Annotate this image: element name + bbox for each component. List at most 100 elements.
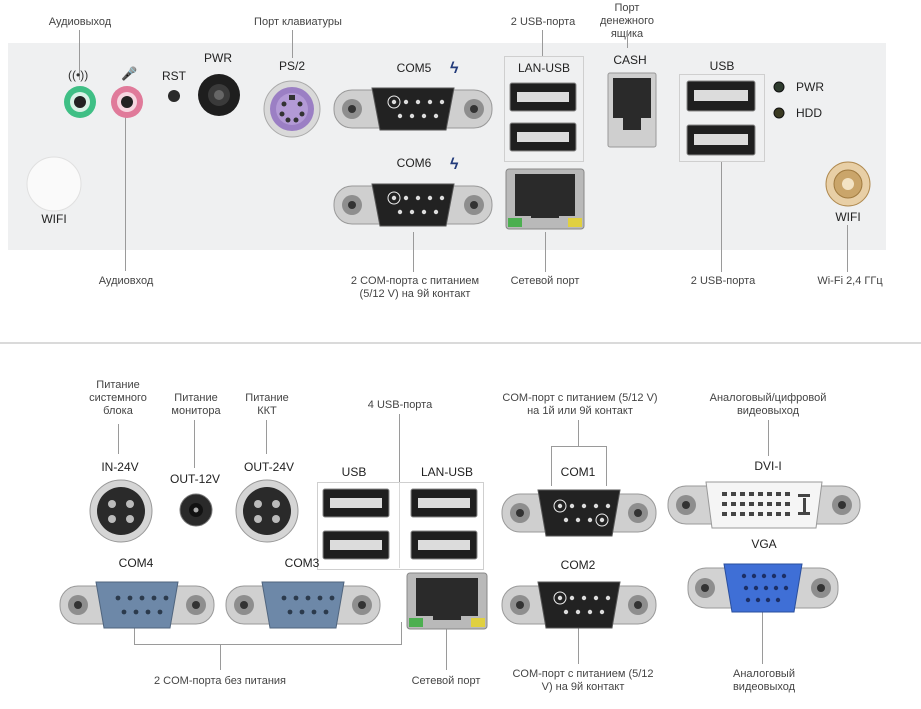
- group-separator: [399, 482, 400, 568]
- lan-usb-label-bottom: LAN-USB: [420, 465, 473, 479]
- com-powered-1-9-annotation: COM-порт с питанием (5/12 V) на 1й или 9…: [502, 392, 658, 417]
- com1-port[interactable]: [501, 486, 657, 540]
- pwr-button-label: PWR: [204, 51, 232, 65]
- leader-line: [266, 420, 267, 454]
- in24-power-connector[interactable]: [88, 478, 154, 544]
- out24-power-connector[interactable]: [234, 478, 300, 544]
- leader-line: [578, 626, 579, 664]
- dvi-label: DVI-I: [754, 459, 782, 473]
- pwr-led-icon: [773, 81, 785, 93]
- usb-port[interactable]: [322, 530, 390, 560]
- usb4-annotation: 4 USB-порта: [367, 399, 433, 411]
- leader-line: [542, 30, 543, 56]
- com-powered-9-annotation: COM-порт с питанием (5/12 V) на 9й конта…: [512, 668, 654, 693]
- com4-label: COM4: [118, 556, 154, 570]
- leader-line: [578, 420, 579, 446]
- lightning-icon: ϟ: [450, 60, 459, 77]
- com2-port[interactable]: [501, 578, 657, 632]
- leader-line: [399, 414, 400, 482]
- leader-line: [79, 30, 80, 80]
- leader-line: [551, 446, 607, 447]
- power-button[interactable]: [196, 72, 242, 118]
- lightning-icon: ϟ: [450, 156, 459, 173]
- leader-line: [606, 446, 607, 486]
- usb-port[interactable]: [509, 122, 577, 152]
- power-kkt-annotation: Питание ККТ: [245, 392, 289, 417]
- com6-port[interactable]: [333, 178, 493, 232]
- lan-usb-group-box: [504, 56, 584, 162]
- dvi-port[interactable]: [667, 478, 861, 532]
- power-system-unit-annotation: Питание системного блока: [89, 379, 147, 417]
- lan-usb-label-top: LAN-USB: [517, 61, 570, 75]
- usb2-right-annotation: 2 USB-порта: [690, 275, 756, 287]
- keyboard-port-annotation: Порт клавиатуры: [254, 16, 342, 28]
- out24-label: OUT-24V: [244, 460, 295, 474]
- com3-label: COM3: [284, 556, 320, 570]
- com2-label: COM2: [560, 558, 596, 572]
- audio-in-annotation: Аудиовход: [98, 275, 154, 287]
- leader-line: [551, 446, 552, 486]
- usb2-top-annotation: 2 USB-порта: [510, 16, 576, 28]
- audio-out-icon: ((•)): [68, 68, 89, 82]
- usb-group-box: [679, 74, 765, 162]
- leader-line: [413, 232, 414, 272]
- vga-port[interactable]: [687, 558, 839, 618]
- wifi-antenna-mount-left: [26, 156, 82, 212]
- usb-port[interactable]: [410, 488, 478, 518]
- wifi-left-label: WIFI: [41, 212, 67, 226]
- hdd-led-icon: [773, 107, 785, 119]
- usb-port[interactable]: [322, 488, 390, 518]
- leader-line: [401, 622, 402, 644]
- leader-line: [125, 115, 126, 271]
- usb-port[interactable]: [686, 124, 756, 156]
- power-monitor-annotation: Питание монитора: [171, 392, 221, 417]
- out12-label: OUT-12V: [170, 472, 221, 486]
- leader-line: [627, 30, 628, 48]
- leader-line: [847, 225, 848, 272]
- usb-port[interactable]: [686, 80, 756, 112]
- ps2-keyboard-port[interactable]: [262, 80, 322, 138]
- com5-port[interactable]: [333, 82, 493, 136]
- out12-power-jack[interactable]: [178, 492, 214, 528]
- audio-in-jack[interactable]: [109, 84, 145, 120]
- cash-drawer-port[interactable]: [607, 72, 657, 148]
- leader-line: [762, 612, 763, 664]
- vga-label: VGA: [751, 537, 777, 551]
- wifi-right-label: WIFI: [835, 210, 861, 224]
- usb-port[interactable]: [410, 530, 478, 560]
- leader-line: [446, 628, 447, 670]
- wifi-antenna-connector-right[interactable]: [822, 158, 874, 210]
- reset-button[interactable]: [166, 88, 182, 104]
- network-port-top-annotation: Сетевой порт: [510, 275, 580, 287]
- com4-port[interactable]: [59, 578, 215, 632]
- leader-line: [134, 622, 135, 644]
- section-divider: [0, 342, 921, 344]
- com-unpowered-annotation: 2 COM-порта без питания: [154, 675, 286, 687]
- rst-label: RST: [162, 69, 186, 83]
- led-hdd-label: HDD: [796, 106, 822, 120]
- audio-out-annotation: Аудиовыход: [48, 16, 112, 28]
- usb4-group-box: [317, 482, 484, 570]
- lan-port-top[interactable]: [505, 168, 585, 230]
- in24-label: IN-24V: [101, 460, 139, 474]
- led-pwr-label: PWR: [796, 80, 824, 94]
- leader-line: [118, 424, 119, 454]
- lan-port-bottom[interactable]: [406, 572, 488, 630]
- leader-line: [292, 30, 293, 58]
- leader-line: [134, 644, 402, 645]
- leader-line: [545, 232, 546, 272]
- microphone-icon: 🎤: [121, 66, 138, 81]
- usb-label-bottom: USB: [341, 465, 367, 479]
- vga-annotation: Аналоговый видеовыход: [732, 668, 796, 693]
- com3-port[interactable]: [225, 578, 381, 632]
- usb-port[interactable]: [509, 82, 577, 112]
- leader-line: [768, 420, 769, 456]
- leader-line: [721, 162, 722, 272]
- cash-drawer-annotation: Порт денежного ящика: [599, 2, 655, 40]
- dvi-annotation: Аналоговый/цифровой видеовыход: [709, 392, 827, 417]
- network-port-bottom-annotation: Сетевой порт: [411, 675, 481, 687]
- cash-label: CASH: [613, 53, 647, 67]
- audio-out-jack[interactable]: [62, 84, 98, 120]
- ps2-label: PS/2: [278, 59, 305, 73]
- usb-label-top: USB: [709, 59, 735, 73]
